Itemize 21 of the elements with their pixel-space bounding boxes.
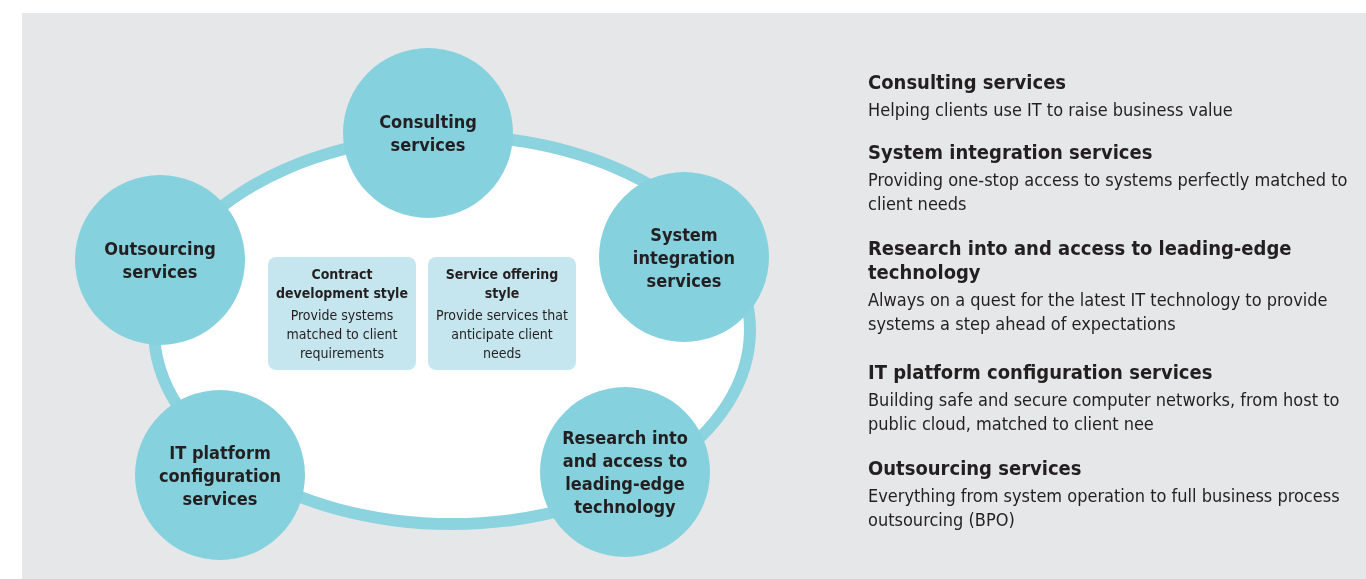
item-description: Always on a quest for the latest IT technology to provide systems a step ahead of expectations — [868, 288, 1329, 336]
style-box — [428, 257, 576, 370]
node-title: System integration services — [631, 222, 737, 292]
node-title: Contract development style — [275, 264, 409, 303]
item-heading: Research into and access to leading-edge technology — [868, 236, 1293, 284]
node-title: Consulting services — [378, 110, 478, 156]
node-title: Research into and access to leading-edge technology — [562, 426, 688, 518]
item-description: Providing one-stop access to systems perfectly matched to client needs — [868, 168, 1349, 216]
node-title: IT platform configuration services — [157, 440, 283, 510]
node-description: Provide services that anticipate client needs — [435, 305, 569, 363]
style-box — [268, 257, 416, 370]
item-heading: Outsourcing services — [868, 456, 1083, 480]
item-heading: Consulting services — [868, 70, 1068, 94]
item-description: Everything from system operation to full business process outsourcing (BPO) — [868, 484, 1341, 532]
node-title: Service offering style — [444, 264, 560, 303]
item-heading: System integration services — [868, 140, 1154, 164]
item-description: Building safe and secure computer networks, from host to public cloud, matched to client nee — [868, 388, 1341, 436]
node-description: Provide systems matched to client requirements — [285, 305, 399, 363]
node-title: Outsourcing services — [103, 237, 217, 283]
item-description: Helping clients use IT to raise business value — [868, 98, 1234, 122]
item-heading: IT platform configuration services — [868, 360, 1214, 384]
